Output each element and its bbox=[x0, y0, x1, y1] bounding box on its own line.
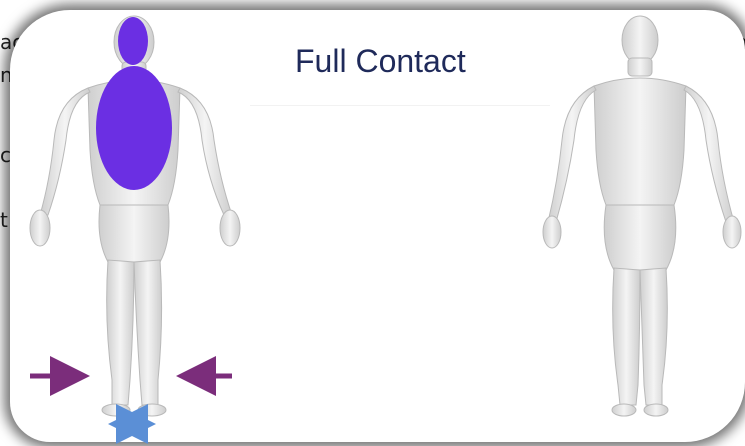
torso-contact-zone bbox=[96, 66, 172, 190]
back-body-figure bbox=[543, 16, 741, 416]
head-contact-zone bbox=[118, 17, 148, 65]
